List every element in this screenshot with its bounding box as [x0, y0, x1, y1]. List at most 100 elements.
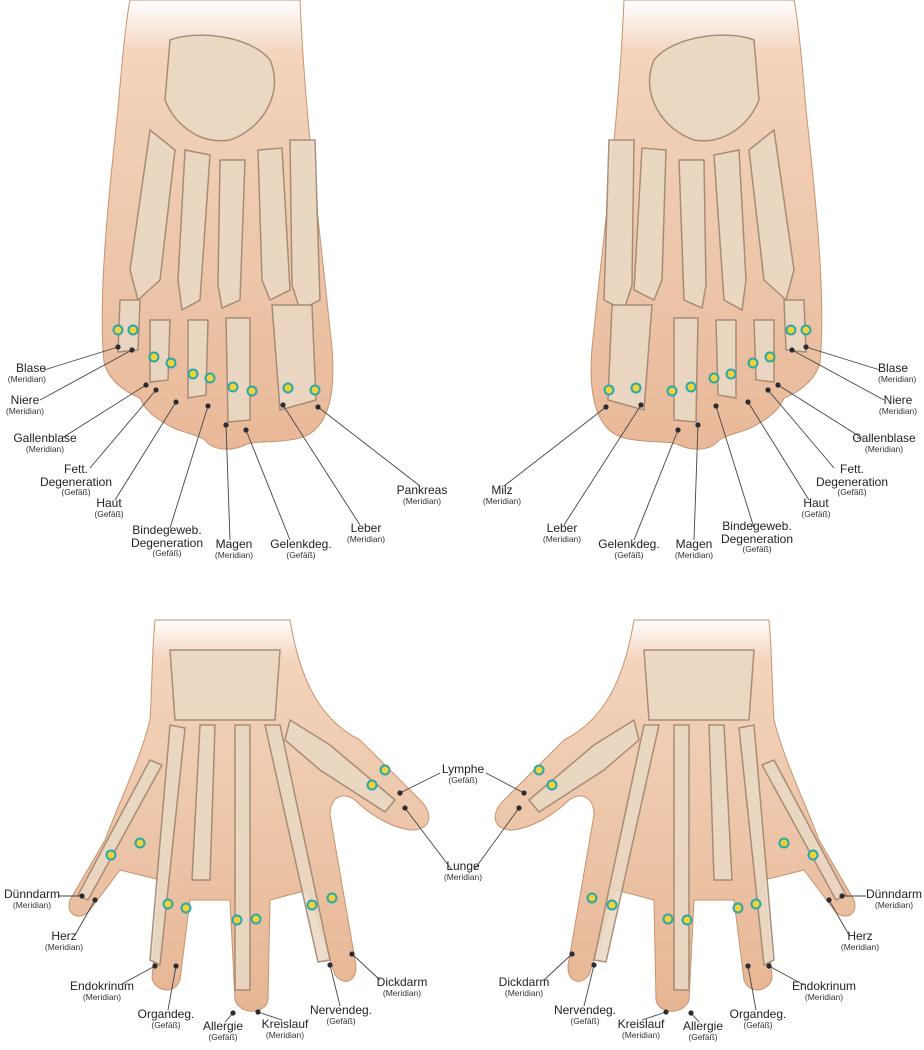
left-foot — [102, 0, 333, 449]
label-sub: (Meridian) — [390, 497, 454, 506]
acupoint-ring-left-hand — [252, 915, 261, 924]
leader-lymphe — [400, 773, 440, 793]
label-haut-left-foot: Haut (Gefäß) — [92, 497, 126, 519]
point-right-hand — [766, 963, 771, 968]
acupoint-ring-right-foot — [766, 353, 775, 362]
acupoint-ring-left-hand — [182, 904, 191, 913]
label-name: Dickdarm — [372, 976, 432, 989]
label-herz-right-hand: Herz (Meridian) — [836, 930, 884, 952]
label-name: Fett. Degeneration — [812, 463, 892, 488]
acupoint-ring-left-hand — [233, 916, 242, 925]
point-left-thumb — [397, 790, 402, 795]
leader-right-foot — [748, 402, 809, 500]
label-name: Lymphe — [436, 763, 490, 776]
label-name: Niere — [876, 394, 920, 407]
acupoint-ring-right-hand — [734, 904, 743, 913]
point-left-foot — [153, 387, 158, 392]
label-sub: (Meridian) — [494, 989, 554, 998]
label-niere-right-foot: Niere (Meridian) — [876, 394, 920, 416]
label-name: Gelenkdeg. — [266, 538, 336, 551]
label-blase-left-foot: Blase (Meridian) — [6, 362, 46, 384]
acupoint-ring-left-hand — [328, 894, 337, 903]
point-right-hand — [591, 962, 596, 967]
point-left-foot — [173, 399, 178, 404]
label-bindegeweb-degeneration-right-foot: Bindegeweb. Degeneration (Gefäß) — [716, 520, 798, 554]
label-name: Magen — [210, 538, 258, 551]
acupoint-ring-right-hand — [588, 894, 597, 903]
label-sub: (Meridian) — [40, 943, 88, 952]
label-sub: (Meridian) — [478, 497, 526, 506]
label-name: Magen — [670, 538, 718, 551]
label-name: Pankreas — [390, 484, 454, 497]
acupoint-ring-left-hand — [164, 900, 173, 909]
label-gallenblase-left-foot: Gallenblase (Meridian) — [10, 432, 80, 454]
acupoint-ring-right-foot — [802, 326, 811, 335]
label-sub: (Meridian) — [2, 901, 62, 910]
label-name: Allergie — [676, 1020, 730, 1033]
point-left-thumb — [402, 805, 407, 810]
acupoint-ring-left-foot — [114, 326, 123, 335]
label-name: Organdeg. — [726, 1008, 790, 1021]
point-right-foot — [695, 422, 700, 427]
label-duenndarm-left-hand: Dünndarm (Meridian) — [2, 888, 62, 910]
label-kreislauf-right-hand: Kreislauf (Meridian) — [612, 1018, 670, 1040]
label-sub: (Meridian) — [210, 551, 258, 560]
label-lymphe: Lymphe (Gefäß) — [436, 763, 490, 785]
label-name: Herz — [40, 930, 88, 943]
leader-right-foot — [634, 430, 678, 540]
label-dickdarm-left-hand: Dickdarm (Meridian) — [372, 976, 432, 998]
label-sub: (Gefäß) — [306, 1017, 376, 1026]
label-name: Dickdarm — [494, 976, 554, 989]
label-magen-left-foot: Magen (Meridian) — [210, 538, 258, 560]
point-left-foot — [205, 403, 210, 408]
label-endokrinum-left-hand: Endokrinum (Meridian) — [66, 980, 138, 1002]
label-sub: (Gefäß) — [196, 1033, 250, 1042]
acupoint-ring-right-hand — [809, 851, 818, 860]
acupoint-ring-left-foot — [129, 326, 138, 335]
label-leber-left-foot: Leber (Meridian) — [342, 522, 390, 544]
acupoint-ring-right-foot — [668, 387, 677, 396]
acupoint-ring-left-thumb — [368, 781, 377, 790]
label-sub: (Meridian) — [6, 375, 46, 384]
acupoint-ring-right-foot — [787, 326, 796, 335]
label-name: Leber — [538, 522, 586, 535]
label-sub: (Gefäß) — [726, 1021, 790, 1030]
point-left-foot — [315, 404, 320, 409]
acupoint-ring-right-hand — [664, 915, 673, 924]
point-right-thumb — [516, 805, 521, 810]
label-sub: (Meridian) — [878, 375, 920, 384]
label-duenndarm-right-hand: Dünndarm (Meridian) — [864, 888, 924, 910]
acupoint-ring-left-foot — [189, 370, 198, 379]
point-left-hand — [92, 897, 97, 902]
acupoint-ring-right-foot — [727, 370, 736, 379]
point-right-foot — [803, 344, 808, 349]
label-name: Haut — [798, 497, 834, 510]
point-right-hand — [826, 897, 831, 902]
label-fett-degeneration-right-foot: Fett. Degeneration (Gefäß) — [812, 463, 892, 497]
acupoint-ring-right-foot — [710, 374, 719, 383]
label-sub: (Meridian) — [4, 407, 46, 416]
point-right-foot — [603, 404, 608, 409]
acupoint-ring-right-hand — [752, 900, 761, 909]
label-sub: (Meridian) — [10, 445, 80, 454]
label-sub: (Meridian) — [342, 535, 390, 544]
point-left-hand — [349, 951, 354, 956]
label-bindegeweb-degeneration-left-foot: Bindegeweb. Degeneration (Gefäß) — [126, 524, 208, 558]
point-left-hand — [255, 1009, 260, 1014]
label-name: Blase — [878, 362, 920, 375]
point-right-thumb — [521, 790, 526, 795]
acupoint-ring-left-foot — [206, 374, 215, 383]
leader-right-foot — [768, 390, 834, 468]
acupoint-ring-left-foot — [167, 359, 176, 368]
label-gelenkdeg-left-foot: Gelenkdeg. (Gefäß) — [266, 538, 336, 560]
label-haut-right-foot: Haut (Gefäß) — [798, 497, 834, 519]
label-sub: (Gefäß) — [266, 551, 336, 560]
leader-left-foot — [90, 390, 156, 468]
label-sub: (Meridian) — [372, 989, 432, 998]
point-right-foot — [713, 403, 718, 408]
leader-left-foot — [318, 407, 420, 486]
point-left-foot — [143, 382, 148, 387]
label-name: Dünndarm — [2, 888, 62, 901]
label-leber-right-foot: Leber (Meridian) — [538, 522, 586, 544]
label-name: Gallenblase — [848, 432, 920, 445]
